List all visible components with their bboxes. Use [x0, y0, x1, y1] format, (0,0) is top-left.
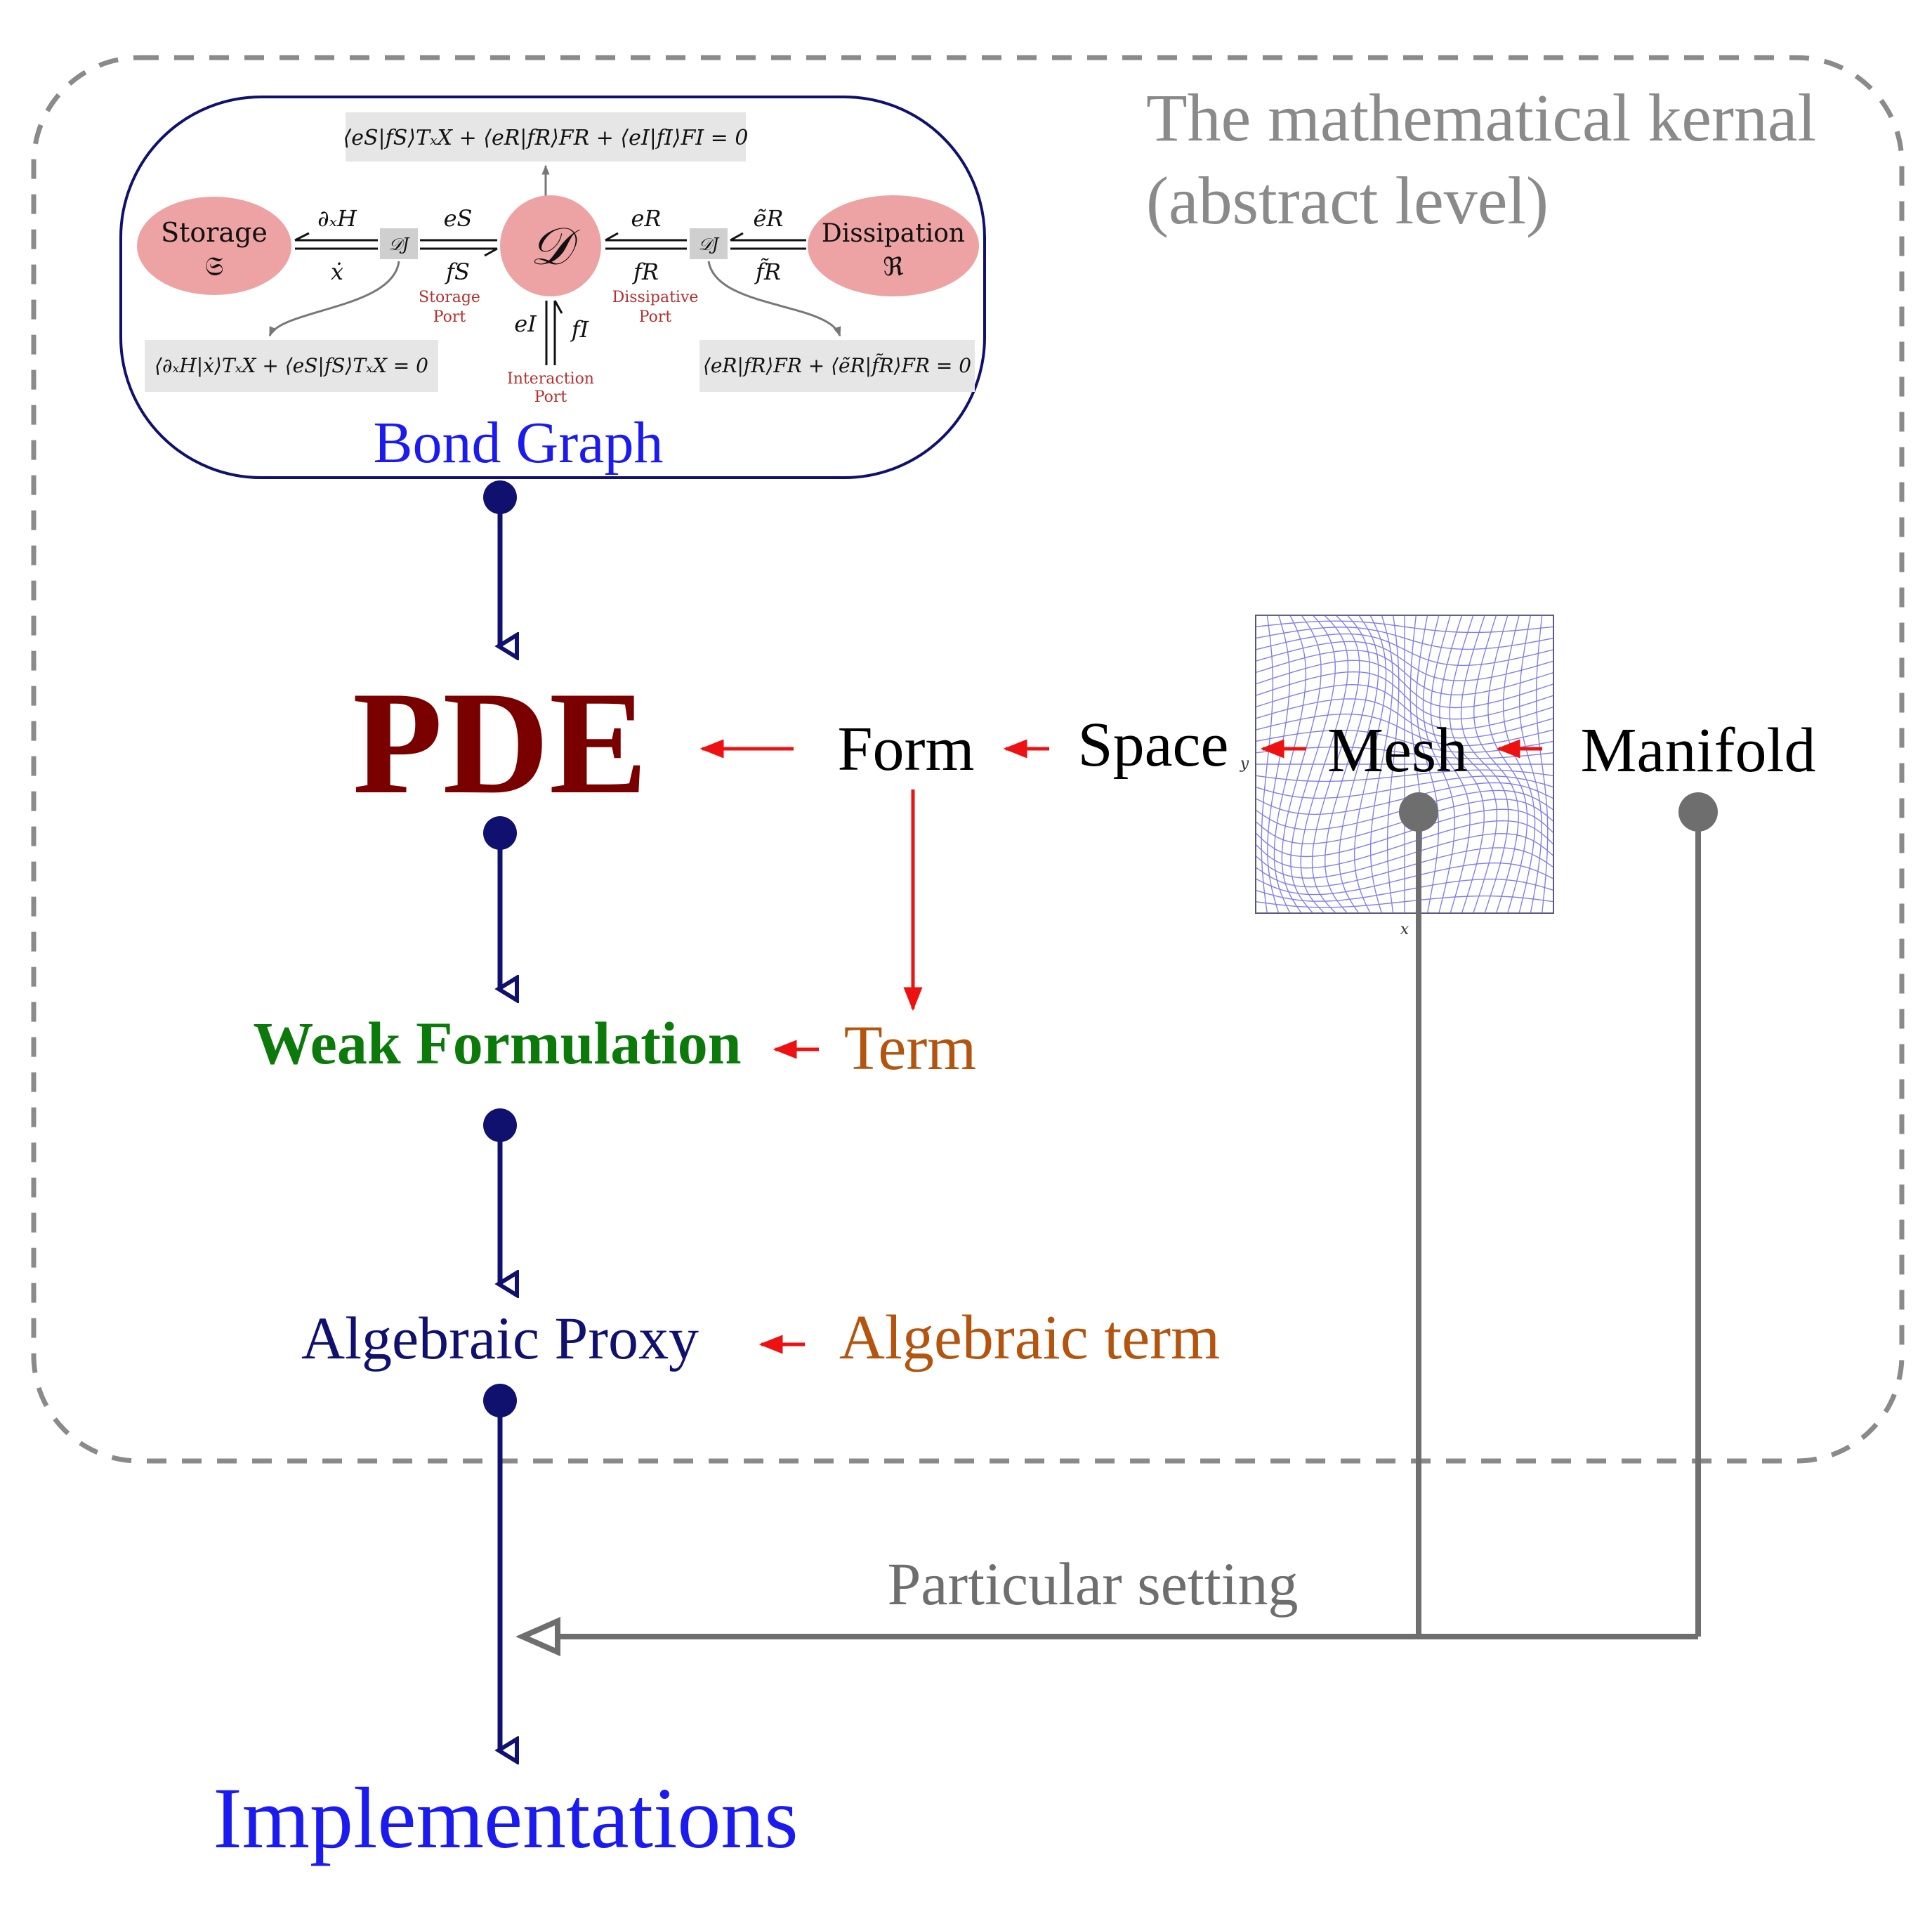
junction-right-label: 𝒟J [699, 235, 720, 254]
particular-setting-label: Particular setting [887, 1550, 1298, 1618]
mesh-line [1518, 615, 1542, 913]
bond-i-flow: fI [570, 316, 590, 343]
dissipation-label: Dissipation [822, 219, 965, 248]
mesh-line [1256, 820, 1553, 869]
junction-left [380, 228, 418, 259]
mesh-line [1487, 615, 1528, 913]
mesh-line [1256, 808, 1553, 858]
form-node: Form [837, 714, 974, 784]
interaction-port-label-2: Port [534, 388, 567, 406]
mesh-line [1460, 615, 1509, 913]
mesh-line [1256, 769, 1553, 782]
mesh-line [1535, 615, 1549, 913]
bond-storage-flow: ẋ [331, 258, 343, 285]
mesh-setting-dot [1399, 792, 1438, 832]
mesh-line [1473, 615, 1519, 913]
mesh-line [1256, 775, 1553, 799]
storage-balance-equation: ⟨∂ₓH|ẋ⟩TₓX + ⟨eS|fS⟩TₓX = 0 [155, 354, 428, 377]
storage-element [137, 197, 291, 295]
mesh-line [1439, 615, 1485, 913]
mesh-line [1256, 862, 1553, 896]
storage-port-label-1: Storage [419, 289, 480, 306]
mesh-line [1430, 615, 1471, 913]
kernel-title-line2: (abstract level) [1146, 163, 1549, 238]
bond-storage-effort: ∂ₓH [317, 205, 357, 232]
dissipation-element [808, 195, 979, 296]
dissipation-symbol: ℜ [883, 253, 903, 282]
junction-right [690, 228, 728, 259]
pde-node: PDE [353, 662, 648, 825]
kernel-box [31, 55, 1905, 1464]
storage-port-label-2: Port [433, 308, 466, 326]
algebraic-proxy-node: Algebraic Proxy [301, 1304, 699, 1372]
bond-graph-panel: ⟨eS|fS⟩TₓX + ⟨eR|fR⟩FR + ⟨eI|fI⟩FI = 0 ⟨… [119, 96, 986, 479]
mesh-line [1256, 878, 1553, 902]
implementations-node: Implementations [213, 1770, 798, 1866]
power-balance-equation: ⟨eS|fS⟩TₓX + ⟨eR|fR⟩FR + ⟨eI|fI⟩FI = 0 [343, 126, 749, 150]
pde-connector-dot [483, 816, 517, 850]
bond-i-effort: eI [514, 310, 537, 337]
storage-symbol: 𝔖 [205, 251, 224, 282]
mesh-line [1256, 847, 1553, 888]
bond-s-flow: fS [445, 258, 470, 285]
space-node: Space [1078, 710, 1229, 780]
mesh-line [1422, 615, 1456, 913]
proxy-connector-dot [483, 1384, 517, 1417]
bond-tilde-flow: f̃R [754, 258, 781, 285]
bond-s-effort: eS [444, 205, 473, 232]
weak-formulation-node: Weak Formulation [253, 1009, 741, 1077]
mesh-plot-ylabel: y [1240, 755, 1249, 773]
storage-label: Storage [161, 217, 268, 248]
mesh-line [1256, 895, 1553, 908]
bond-graph-label: Bond Graph [374, 410, 664, 476]
bond-r-flow: fR [632, 258, 659, 285]
interaction-port-label-1: Interaction [507, 370, 594, 388]
kernel-title-line1: The mathematical kernal [1146, 80, 1816, 155]
mesh-node: Mesh [1327, 716, 1468, 785]
mesh-line [1449, 615, 1498, 913]
bond-r-effort: eR [631, 205, 661, 232]
dissipative-port-label-2: Port [639, 308, 672, 326]
weak-connector-dot [483, 1108, 517, 1142]
manifold-setting-dot [1678, 792, 1718, 832]
bond-graph-connector-dot [483, 480, 517, 514]
dirac-structure-node [500, 195, 601, 296]
mesh-line [1416, 615, 1440, 913]
algebraic-term-node: Algebraic term [839, 1303, 1220, 1372]
mesh-plot-xlabel: x [1400, 921, 1409, 938]
manifold-node: Manifold [1581, 716, 1816, 785]
mesh-line [1256, 832, 1553, 879]
junction-left-label: 𝒟J [389, 235, 410, 254]
term-node: Term [844, 1014, 977, 1083]
bond-tilde-effort: ẽR [753, 205, 783, 232]
dissipative-port-label-1: Dissipative [612, 289, 699, 306]
mesh-line [1502, 615, 1536, 913]
dissipation-balance-equation: ⟨eR|fR⟩FR + ⟨ẽR|f̃R⟩FR = 0 [703, 353, 971, 377]
